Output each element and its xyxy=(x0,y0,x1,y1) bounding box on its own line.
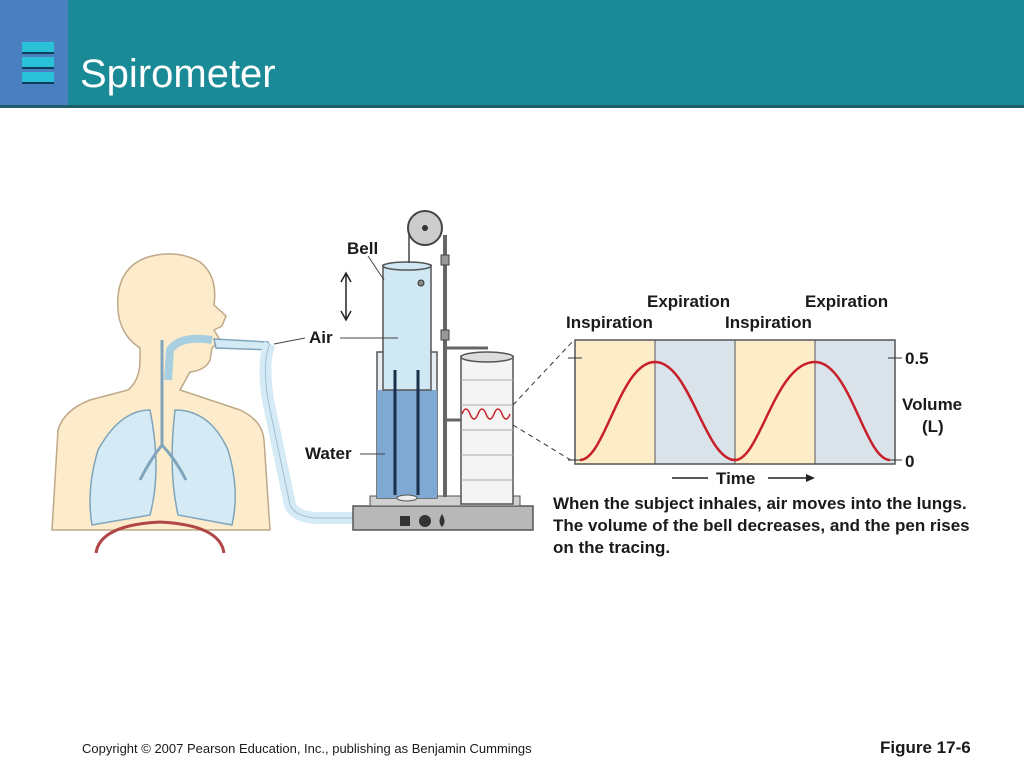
bell-rivet xyxy=(417,279,425,287)
knob-icon xyxy=(419,515,431,527)
rod-clamp-2 xyxy=(440,329,450,341)
zoom-line-top xyxy=(512,339,575,406)
water xyxy=(377,390,437,498)
volume-axis-label: Volume xyxy=(902,395,962,414)
breathing-hose-outline xyxy=(264,343,356,519)
drop-icon xyxy=(439,514,445,527)
zoom-line-bottom xyxy=(512,424,575,463)
diagram-caption: When the subject inhales, air moves into… xyxy=(553,494,970,557)
breathing-hose xyxy=(259,341,356,524)
air-leader xyxy=(273,337,306,345)
pulley-hub xyxy=(422,225,428,231)
expiration-band-2 xyxy=(815,340,895,464)
inspiration-label-1: Inspiration xyxy=(566,313,653,332)
time-arrow-head xyxy=(806,474,815,482)
drum-top xyxy=(460,351,514,363)
stack-icon xyxy=(22,42,54,94)
water-label: Water xyxy=(305,444,352,463)
diaphragm xyxy=(94,520,226,554)
inspiration-band-1 xyxy=(575,340,655,464)
slide-header xyxy=(0,0,1024,105)
left-lung xyxy=(89,409,157,526)
float xyxy=(396,494,418,502)
header-divider xyxy=(0,105,1024,108)
bell-leader xyxy=(367,255,385,281)
bell-top xyxy=(382,261,432,271)
inspiration-label-2: Inspiration xyxy=(725,313,812,332)
volume-tracing xyxy=(579,360,891,462)
figure-label: Figure 17-6 xyxy=(880,738,971,757)
expiration-band-1 xyxy=(655,340,735,464)
time-label: Time xyxy=(716,469,755,488)
bell-label: Bell xyxy=(347,239,378,258)
valve-icon xyxy=(400,516,410,526)
expiration-label-2: Expiration xyxy=(805,292,888,311)
volume-axis-unit: (L) xyxy=(922,417,944,436)
drum-tracing xyxy=(461,408,511,420)
trachea xyxy=(138,340,188,481)
airway-tube xyxy=(164,334,213,381)
volume-tick-top: 0.5 xyxy=(905,349,929,368)
volume-tick-bottom: 0 xyxy=(905,452,914,471)
right-lung xyxy=(171,409,236,526)
copyright-notice: Copyright © 2007 Pearson Education, Inc.… xyxy=(82,741,532,756)
air-label: Air xyxy=(309,328,333,347)
spirometer-diagram: Bell Air Water Expiration Expiration Ins… xyxy=(51,210,962,554)
slide-title: Spirometer xyxy=(80,52,276,96)
motion-arrow xyxy=(340,271,352,322)
rod-clamp-1 xyxy=(440,254,450,266)
expiration-label-1: Expiration xyxy=(647,292,730,311)
